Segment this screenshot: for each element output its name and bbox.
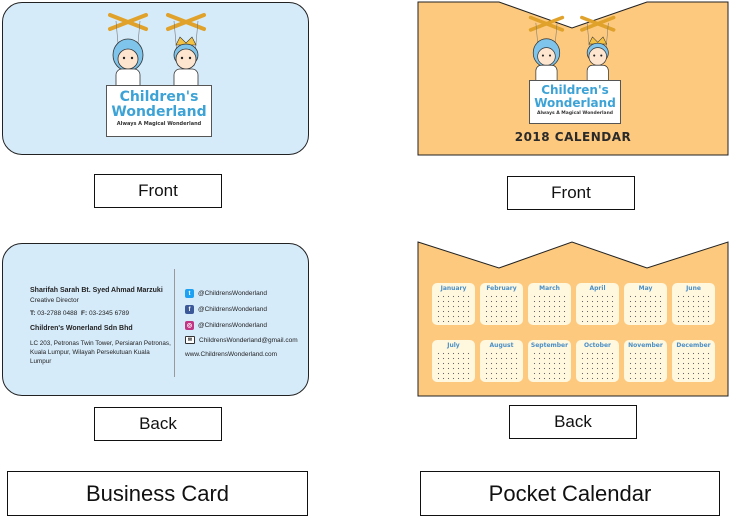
logo-tagline: Always A Magical Wonderland	[116, 121, 202, 127]
twitter-row: t @ChildrensWonderland	[185, 289, 267, 298]
month-july: July	[432, 340, 475, 382]
pocket-calendar-title: Pocket Calendar	[420, 471, 720, 516]
website: www.ChildrensWonderland.com	[185, 351, 278, 358]
business-card-front: Children's Wonderland Always A Magical W…	[2, 2, 309, 155]
calendar-logo-line2: Wonderland	[534, 96, 616, 110]
date-grid	[676, 294, 711, 322]
calendar-logo-line1: Children's	[541, 83, 609, 97]
month-december: December	[672, 340, 715, 382]
date-grid	[628, 294, 663, 322]
puppet-characters-illustration	[528, 15, 616, 87]
logo-signboard: Children's Wonderland Always A Magical W…	[106, 85, 212, 137]
month-august: August	[480, 340, 523, 382]
company-name: Children's Wonerland Sdn Bhd	[30, 325, 133, 332]
contact-role: Creative Director	[30, 297, 79, 304]
logo-line2: Wonderland	[111, 104, 207, 120]
month-march: March	[528, 283, 571, 325]
month-june: June	[672, 283, 715, 325]
date-grid	[532, 351, 567, 379]
mail-icon: ✉	[185, 336, 195, 344]
facebook-icon: f	[185, 305, 194, 314]
card-divider	[174, 269, 175, 377]
date-grid	[628, 351, 663, 379]
month-january: January	[432, 283, 475, 325]
mail-row: ✉ ChildrensWonderland@gmail.com	[185, 336, 298, 344]
month-february: February	[480, 283, 523, 325]
month-november: November	[624, 340, 667, 382]
business-card-back-label: Back	[94, 407, 222, 441]
month-april: April	[576, 283, 619, 325]
business-card-back: Sharifah Sarah Bt. Syed Ahmad Marzuki Cr…	[2, 243, 309, 396]
calendar-logo-tagline: Always A Magical Wonderland	[537, 111, 613, 116]
month-may: May	[624, 283, 667, 325]
calendar-front-shape	[417, 1, 729, 156]
date-grid	[580, 294, 615, 322]
facebook-row: f @ChildrensWonderland	[185, 305, 267, 314]
date-grid	[676, 351, 711, 379]
month-september: September	[528, 340, 571, 382]
date-grid	[436, 294, 471, 322]
instagram-row: ◎ @ChildrensWonderland	[185, 321, 267, 330]
contact-phone-fax: T: 03-2788 0488 F: 03-2345 6789	[30, 310, 130, 317]
address-line1: LC 203, Petronas Twin Tower, Persiaran P…	[30, 340, 171, 347]
business-card-title: Business Card	[7, 471, 308, 516]
address-line2: Kuala Lumpur, Wilayah Persekutuan Kuala	[30, 349, 150, 356]
date-grid	[436, 351, 471, 379]
calendar-logo-signboard: Children's Wonderland Always A Magical W…	[529, 80, 621, 124]
instagram-icon: ◎	[185, 321, 194, 330]
calendar-back-label: Back	[509, 405, 637, 439]
logo-line1: Children's	[119, 89, 199, 105]
date-grid	[532, 294, 567, 322]
business-card-front-label: Front	[94, 174, 222, 208]
date-grid	[484, 294, 519, 322]
contact-name: Sharifah Sarah Bt. Syed Ahmad Marzuki	[30, 287, 163, 294]
address-line3: Lumpur	[30, 358, 52, 365]
calendar-front-label: Front	[507, 176, 635, 210]
month-october: October	[576, 340, 619, 382]
twitter-icon: t	[185, 289, 194, 298]
date-grid	[484, 351, 519, 379]
calendar-year-title: 2018 CALENDAR	[514, 130, 632, 144]
date-grid	[580, 351, 615, 379]
